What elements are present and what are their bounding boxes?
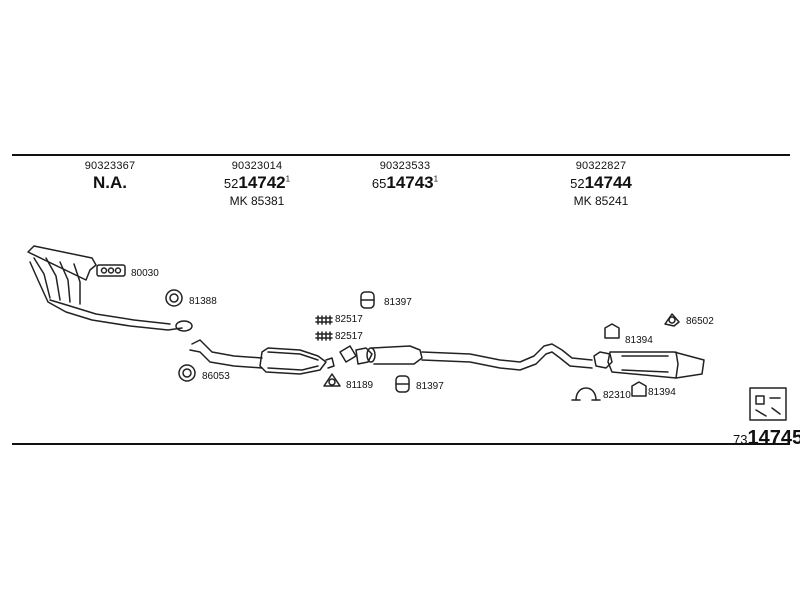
bottom-rule bbox=[12, 443, 790, 445]
ring-81388-icon bbox=[165, 289, 183, 307]
bolt-set-82517-icon bbox=[315, 315, 333, 341]
hanger-81394-bottom-icon bbox=[631, 381, 647, 397]
part-label-81189: 81189 bbox=[346, 380, 374, 391]
hanger-81397-top-icon bbox=[360, 291, 375, 309]
center-muffler bbox=[339, 343, 593, 371]
part-label-81394-b: 81394 bbox=[648, 387, 676, 398]
part-label-82310: 82310 bbox=[603, 390, 631, 401]
part-label-82517-a: 82517 bbox=[335, 314, 363, 325]
part-label-81394-a: 81394 bbox=[625, 335, 653, 346]
part-number: 52147421 bbox=[223, 173, 291, 192]
part-label-81397-a: 81397 bbox=[384, 297, 412, 308]
part-number: 65147431 bbox=[371, 173, 439, 192]
part-label-80030: 80030 bbox=[131, 268, 159, 279]
part-code: 90323533 bbox=[379, 160, 431, 172]
part-number: N.A. bbox=[92, 173, 127, 192]
clamp-82310-icon bbox=[571, 387, 601, 401]
column-header-4: 90322827 5214744 MK 85241 bbox=[570, 160, 632, 208]
part-label-81388: 81388 bbox=[189, 296, 217, 307]
clamp-86502-icon bbox=[664, 313, 680, 327]
part-code: 90322827 bbox=[575, 160, 627, 172]
top-rule bbox=[12, 154, 790, 156]
ring-86053-icon bbox=[178, 364, 196, 382]
flange-81189-icon bbox=[323, 373, 341, 387]
column-header-1: 90323367 N.A. bbox=[85, 160, 136, 193]
exhaust-manifold bbox=[27, 245, 193, 332]
catalog-legend-icon bbox=[749, 387, 787, 421]
gasket-80030-icon bbox=[96, 264, 126, 277]
part-label-82517-b: 82517 bbox=[335, 331, 363, 342]
hanger-81397-bottom-icon bbox=[395, 375, 410, 393]
part-number: 5214744 bbox=[570, 173, 632, 192]
part-code: 90323367 bbox=[84, 160, 136, 172]
column-header-2: 90323014 52147421 MK 85381 bbox=[224, 160, 290, 208]
part-code: 90323014 bbox=[231, 160, 283, 172]
part-label-86053: 86053 bbox=[202, 371, 230, 382]
hanger-81394-top-icon bbox=[604, 323, 620, 339]
rear-muffler bbox=[593, 351, 705, 379]
reference-number: 7314745 bbox=[733, 427, 800, 449]
part-label-86502: 86502 bbox=[686, 316, 714, 327]
mk-number: MK 85381 bbox=[229, 194, 285, 208]
part-label-81397-b: 81397 bbox=[416, 381, 444, 392]
column-header-3: 90323533 65147431 bbox=[372, 160, 438, 193]
front-pipe-catalyst bbox=[189, 339, 335, 375]
mk-number: MK 85241 bbox=[573, 194, 629, 208]
